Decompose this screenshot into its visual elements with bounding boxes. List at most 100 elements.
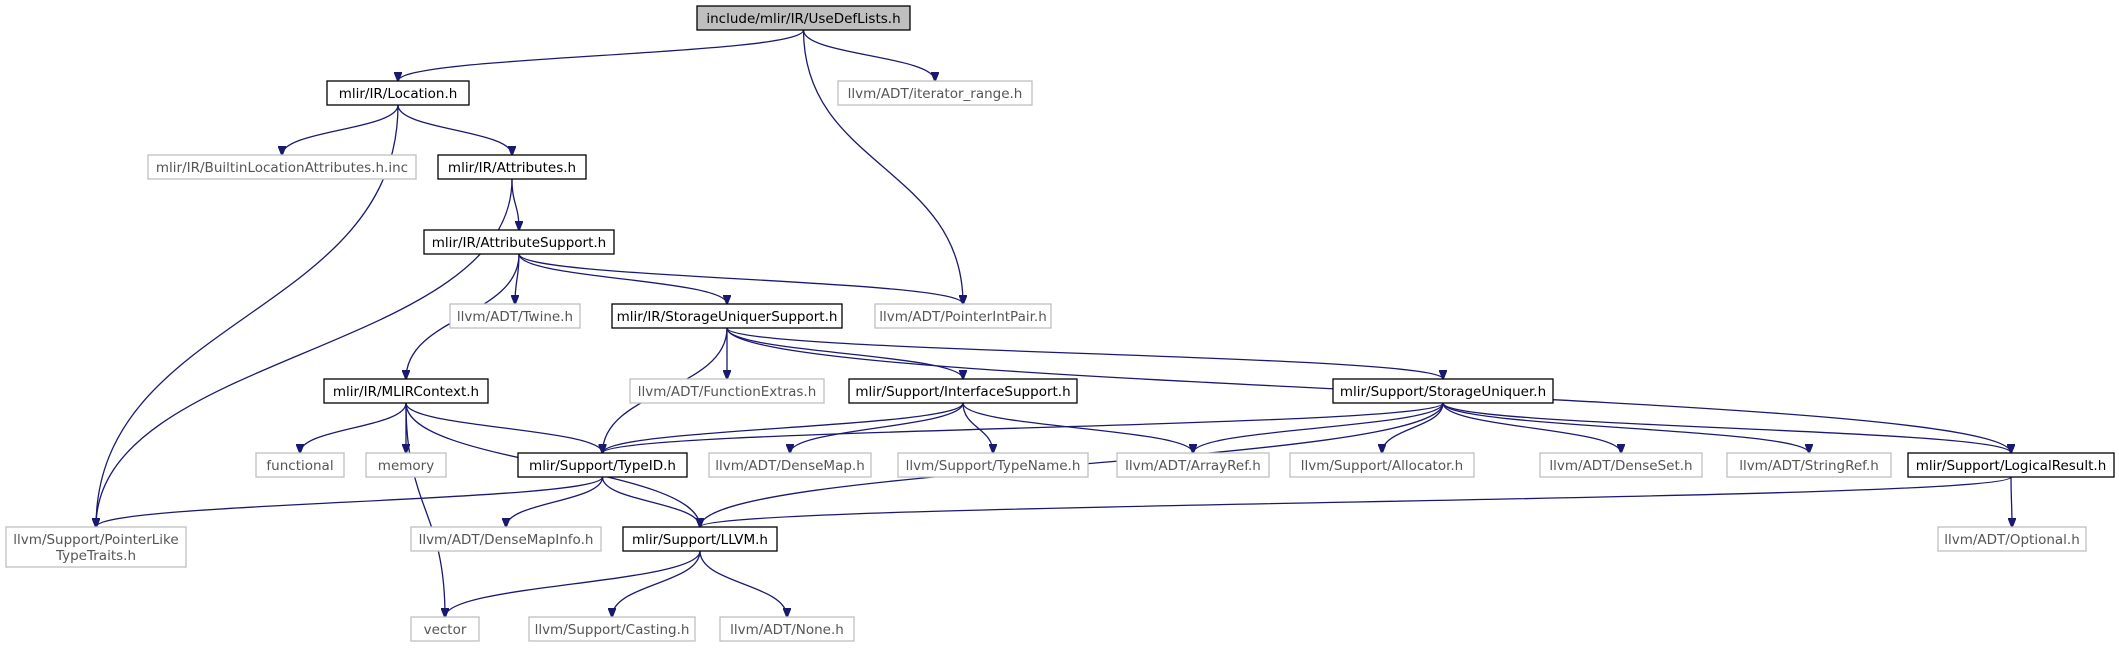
edge-llvm-to-vector	[445, 550, 701, 617]
node-optional[interactable]: llvm/ADT/Optional.h	[1937, 526, 2087, 552]
node-interfacesupport-label: mlir/Support/InterfaceSupport.h	[855, 384, 1070, 400]
node-usedeflists-box[interactable]	[696, 5, 911, 31]
node-memory[interactable]: memory	[365, 452, 447, 478]
edge-interfacesupport-to-typename	[962, 402, 993, 453]
node-attributes[interactable]: mlir/IR/Attributes.h	[437, 154, 587, 180]
node-memory-box[interactable]	[365, 452, 447, 478]
node-pointerlike-label: llvm/Support/PointerLike	[13, 532, 178, 548]
edge-storageuniquer-to-typeid	[603, 402, 1444, 453]
edge-typeid-to-densemapinfo	[506, 476, 604, 527]
node-iterator_range[interactable]: llvm/ADT/iterator_range.h	[837, 80, 1033, 106]
node-typeid-box[interactable]	[517, 452, 688, 478]
node-casting-label: llvm/Support/Casting.h	[535, 622, 690, 638]
node-none-box[interactable]	[719, 616, 855, 642]
node-denseset-label: llvm/ADT/DenseSet.h	[1549, 458, 1692, 474]
node-densemapinfo-box[interactable]	[410, 526, 602, 552]
node-attributes-box[interactable]	[437, 154, 587, 180]
node-mlircontext-label: mlir/IR/MLIRContext.h	[333, 384, 479, 400]
node-functional-label: functional	[266, 458, 333, 474]
node-denseset-box[interactable]	[1539, 452, 1703, 478]
edge-storageuniquer-to-logicalresult	[1442, 402, 2011, 453]
node-attrsupport[interactable]: mlir/IR/AttributeSupport.h	[423, 229, 615, 255]
node-typename[interactable]: llvm/Support/TypeName.h	[897, 452, 1089, 478]
node-mlircontext[interactable]: mlir/IR/MLIRContext.h	[323, 378, 489, 404]
node-pointerintpair-label: llvm/ADT/PointerIntPair.h	[879, 309, 1047, 325]
node-functionextras[interactable]: llvm/ADT/FunctionExtras.h	[629, 378, 825, 404]
node-allocator[interactable]: llvm/Support/Allocator.h	[1289, 452, 1475, 478]
node-location-label: mlir/IR/Location.h	[339, 86, 458, 102]
node-llvm[interactable]: mlir/Support/LLVM.h	[622, 526, 778, 552]
edge-location-to-pointerlike	[96, 104, 399, 527]
node-stringref[interactable]: llvm/ADT/StringRef.h	[1726, 452, 1892, 478]
node-location-box[interactable]	[326, 80, 470, 106]
node-location[interactable]: mlir/IR/Location.h	[326, 80, 470, 106]
node-logicalresult-label: mlir/Support/LogicalResult.h	[1916, 458, 2107, 474]
node-interfacesupport[interactable]: mlir/Support/InterfaceSupport.h	[848, 378, 1078, 404]
node-functionextras-box[interactable]	[629, 378, 825, 404]
node-stringref-box[interactable]	[1726, 452, 1892, 478]
node-allocator-box[interactable]	[1289, 452, 1475, 478]
node-interfacesupport-box[interactable]	[848, 378, 1078, 404]
node-usedeflists[interactable]: include/mlir/IR/UseDefLists.h	[696, 5, 911, 31]
node-allocator-label: llvm/Support/Allocator.h	[1301, 458, 1464, 474]
node-vector[interactable]: vector	[410, 616, 480, 642]
node-densemap[interactable]: llvm/ADT/DenseMap.h	[708, 452, 872, 478]
node-logicalresult-box[interactable]	[1907, 452, 2115, 478]
node-storageuniquersupport-label: mlir/IR/StorageUniquerSupport.h	[617, 309, 838, 325]
node-none[interactable]: llvm/ADT/None.h	[719, 616, 855, 642]
node-builtinloc-box[interactable]	[147, 154, 417, 180]
node-storageuniquer[interactable]: mlir/Support/StorageUniquer.h	[1332, 378, 1554, 404]
edge-typeid-to-pointerlike	[96, 476, 604, 527]
node-densemap-label: llvm/ADT/DenseMap.h	[715, 458, 865, 474]
node-typename-label: llvm/Support/TypeName.h	[906, 458, 1081, 474]
edge-storageuniquersupport-to-interfacesupport	[726, 327, 963, 379]
node-functional-box[interactable]	[255, 452, 345, 478]
node-builtinloc[interactable]: mlir/IR/BuiltinLocationAttributes.h.inc	[147, 154, 417, 180]
edge-mlircontext-to-vector	[405, 402, 445, 617]
node-llvm-box[interactable]	[622, 526, 778, 552]
node-twine-box[interactable]	[449, 303, 581, 329]
node-logicalresult[interactable]: mlir/Support/LogicalResult.h	[1907, 452, 2115, 478]
node-twine[interactable]: llvm/ADT/Twine.h	[449, 303, 581, 329]
node-arrayref-box[interactable]	[1116, 452, 1270, 478]
node-densemapinfo-label: llvm/ADT/DenseMapInfo.h	[419, 532, 594, 548]
node-optional-label: llvm/ADT/Optional.h	[1944, 532, 2080, 548]
node-pointerintpair-box[interactable]	[874, 303, 1052, 329]
node-densemapinfo[interactable]: llvm/ADT/DenseMapInfo.h	[410, 526, 602, 552]
edge-usedeflists-to-pointerintpair	[802, 29, 964, 304]
node-storageuniquersupport-box[interactable]	[611, 303, 843, 329]
node-attributes-label: mlir/IR/Attributes.h	[448, 160, 576, 176]
edge-usedeflists-to-location	[398, 29, 805, 81]
node-arrayref[interactable]: llvm/ADT/ArrayRef.h	[1116, 452, 1270, 478]
node-pointerintpair[interactable]: llvm/ADT/PointerIntPair.h	[874, 303, 1052, 329]
node-pointerlike-box[interactable]	[5, 526, 187, 568]
node-iterator_range-box[interactable]	[837, 80, 1033, 106]
node-optional-box[interactable]	[1937, 526, 2087, 552]
edge-interfacesupport-to-typeid	[603, 402, 964, 453]
node-none-label: llvm/ADT/None.h	[730, 622, 844, 638]
node-casting-box[interactable]	[528, 616, 696, 642]
node-mlircontext-box[interactable]	[323, 378, 489, 404]
node-storageuniquer-box[interactable]	[1332, 378, 1554, 404]
node-storageuniquersupport[interactable]: mlir/IR/StorageUniquerSupport.h	[611, 303, 843, 329]
edge-attrsupport-to-storageuniquersupport	[518, 253, 727, 304]
node-densemap-box[interactable]	[708, 452, 872, 478]
node-denseset[interactable]: llvm/ADT/DenseSet.h	[1539, 452, 1703, 478]
node-usedeflists-label: include/mlir/IR/UseDefLists.h	[706, 11, 900, 27]
edge-storageuniquer-to-allocator	[1382, 402, 1444, 453]
edge-mlircontext-to-functional	[300, 402, 407, 453]
node-typename-box[interactable]	[897, 452, 1089, 478]
node-casting[interactable]: llvm/Support/Casting.h	[528, 616, 696, 642]
node-typeid[interactable]: mlir/Support/TypeID.h	[517, 452, 688, 478]
node-arrayref-label: llvm/ADT/ArrayRef.h	[1125, 458, 1261, 474]
edge-attrsupport-to-pointerintpair	[518, 253, 963, 304]
node-vector-box[interactable]	[410, 616, 480, 642]
edge-logicalresult-to-optional	[2011, 476, 2012, 527]
node-pointerlike-label2: TypeTraits.h	[55, 548, 136, 564]
node-functional[interactable]: functional	[255, 452, 345, 478]
node-attrsupport-box[interactable]	[423, 229, 615, 255]
node-vector-label: vector	[424, 622, 467, 638]
edge-storageuniquer-to-arrayref	[1193, 402, 1444, 453]
